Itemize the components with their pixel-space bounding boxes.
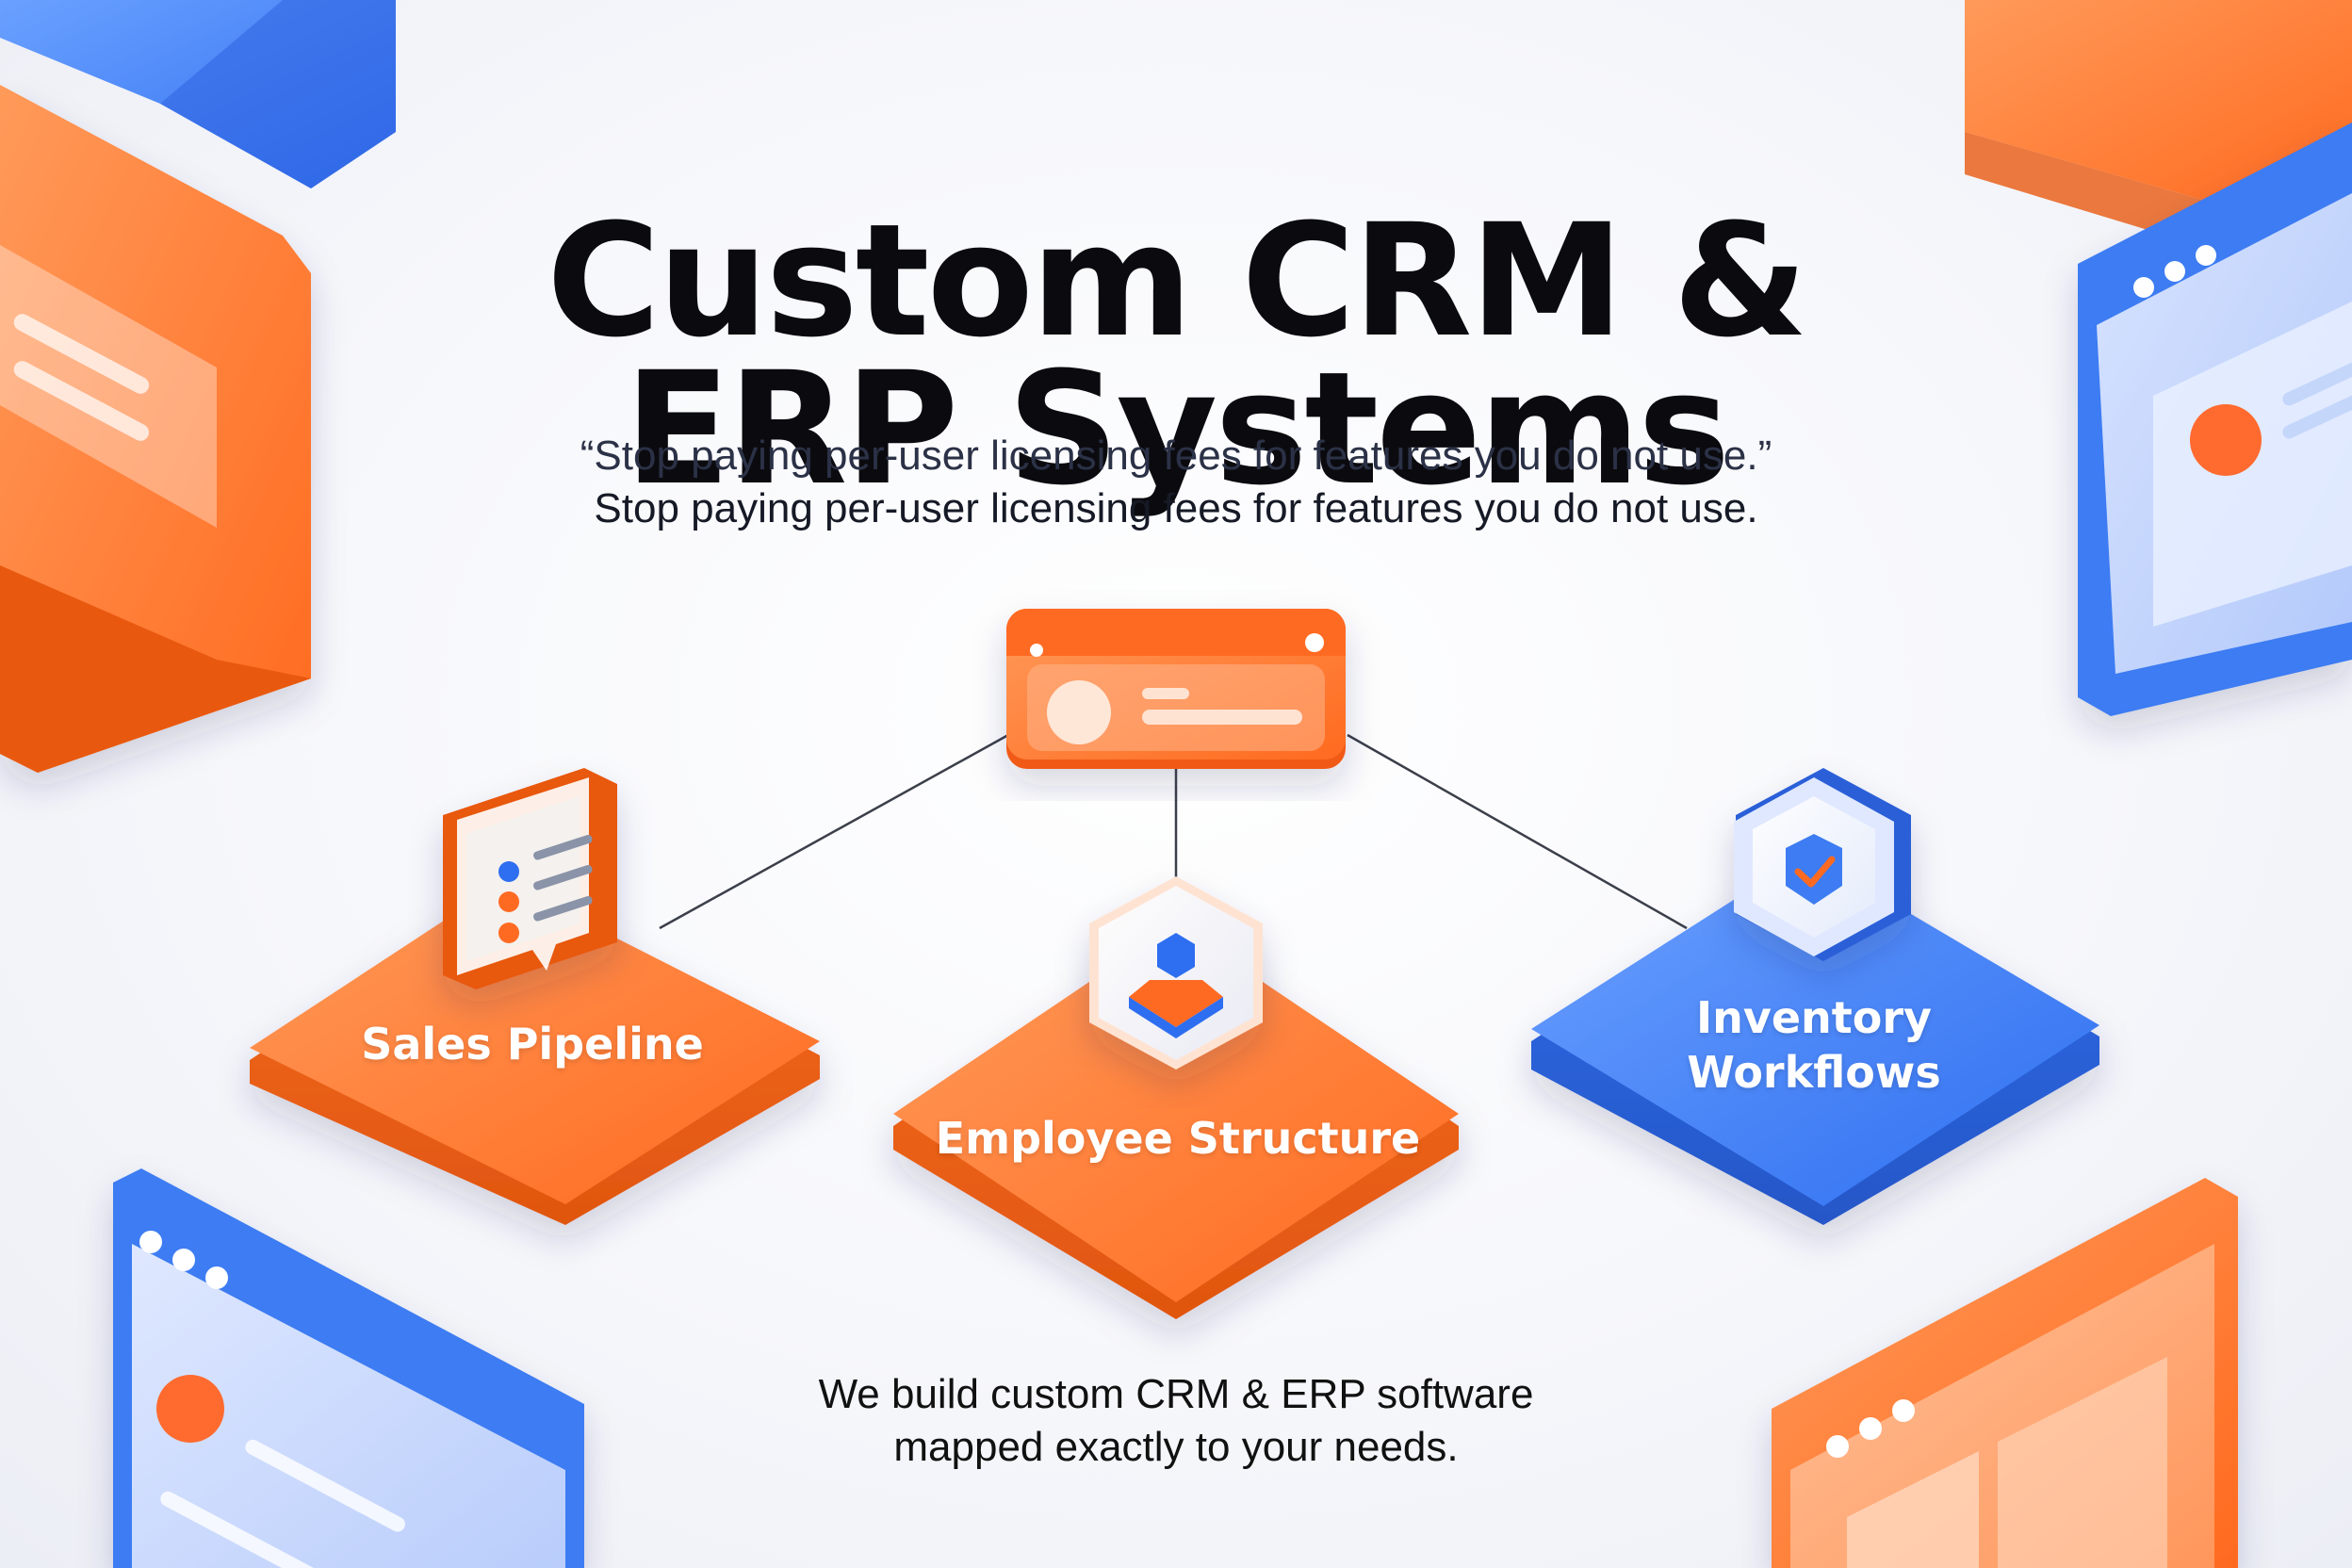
employee-hex-icon xyxy=(1089,876,1263,1070)
page-title-line1: Custom CRM & xyxy=(546,189,1808,371)
page-title-line2: ERP Systems xyxy=(624,337,1731,519)
inventory-workflows-label: Inventory Workflows xyxy=(1564,991,2064,1100)
subtitle-quote: “Stop paying per-user licensing fees for… xyxy=(580,433,1772,479)
employee-structure-label: Employee Structure xyxy=(935,1113,1421,1164)
inventory-shield-icon xyxy=(1734,768,1911,961)
corner-decor-bottom-right xyxy=(1772,1178,2238,1568)
inventory-label-line2: Workflows xyxy=(1687,1046,1941,1098)
footer-line2: mapped exactly to your needs. xyxy=(893,1424,1459,1470)
corner-decor-top-right xyxy=(1965,0,2352,716)
corner-decor-top-left xyxy=(0,0,396,773)
employee-platform xyxy=(893,923,1459,1319)
sales-platform xyxy=(250,881,820,1225)
inventory-label-line1: Inventory xyxy=(1695,992,1933,1043)
sales-chat-icon xyxy=(443,768,617,989)
subtitle-plain: Stop paying per-user licensing fees for … xyxy=(594,485,1758,531)
footer-line1: We build custom CRM & ERP software xyxy=(818,1371,1534,1417)
hub-card xyxy=(1006,609,1346,769)
connector-lines xyxy=(659,733,1688,930)
corner-decor-bottom-left xyxy=(113,1168,584,1568)
sales-pipeline-label: Sales Pipeline xyxy=(361,1019,704,1070)
inventory-platform xyxy=(1531,853,2099,1225)
